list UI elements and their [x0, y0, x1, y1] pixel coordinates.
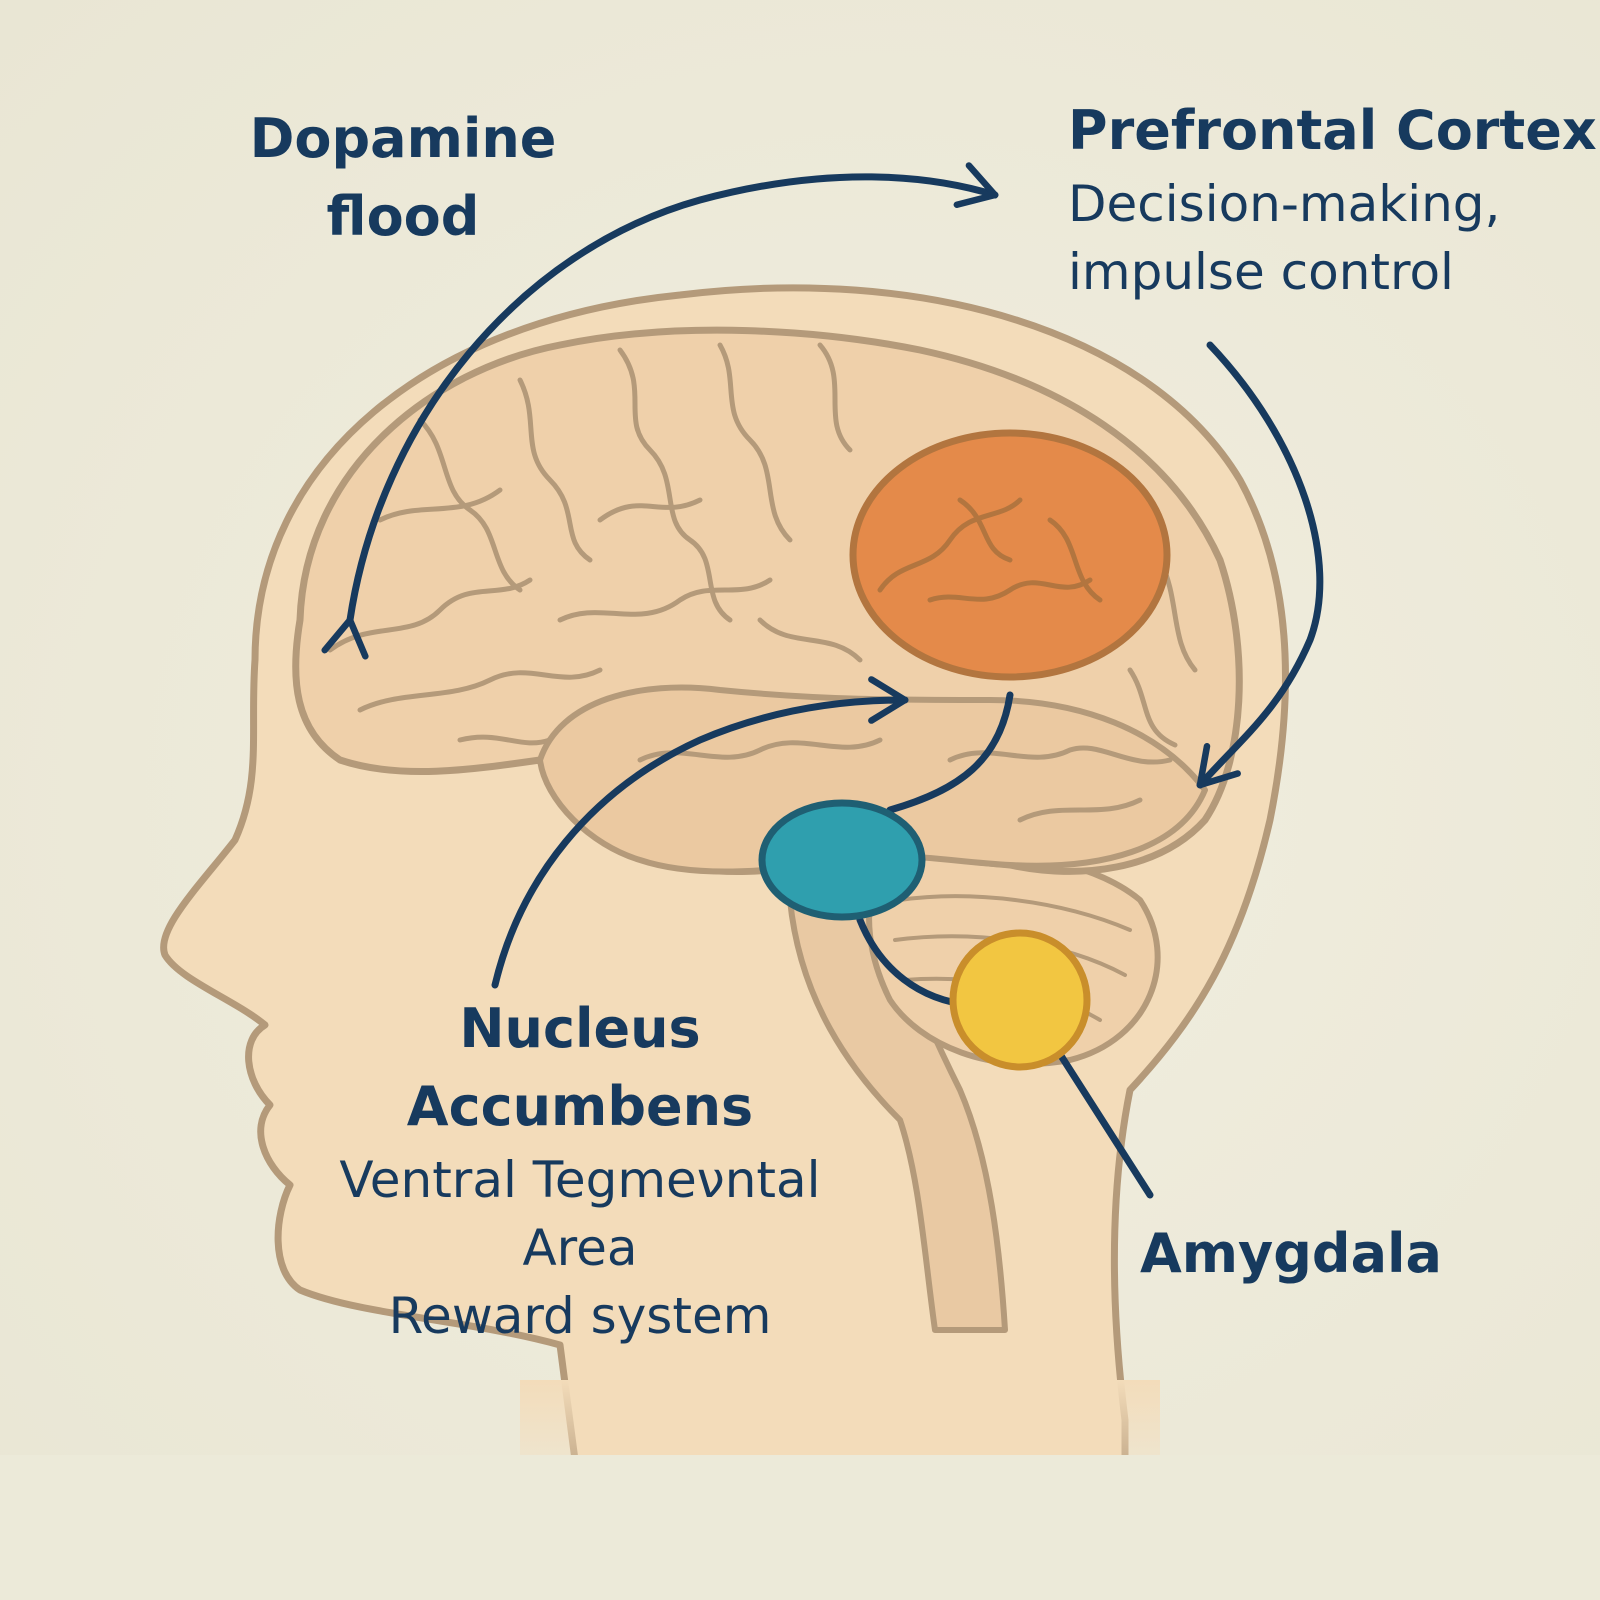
prefrontal-region	[849, 429, 1171, 681]
prefrontal-line-1: Decision-making,	[1068, 175, 1501, 233]
nucleus-title-line-1: Nucleus	[459, 997, 701, 1060]
dopamine-label: Dopamine flood	[238, 100, 568, 256]
arrow-dopamine-to-prefrontal	[321, 162, 999, 660]
nucleus-line-2: Area	[522, 1219, 638, 1277]
connector-prefrontal-nucleus	[886, 691, 1014, 814]
arrow-prefrontal-down	[1196, 341, 1324, 789]
nucleus-title-line-2: Accumbens	[406, 1075, 754, 1138]
amygdala-label: Amygdala	[1140, 1222, 1442, 1285]
nucleus-line-1: Ventral Tegmeνntal	[339, 1151, 821, 1209]
nucleus-accumbens-region	[758, 799, 926, 921]
arrow-nucleus-label-up	[491, 676, 909, 989]
prefrontal-title: Prefrontal Cortex	[1068, 99, 1597, 162]
bottom-fade	[0, 1455, 1600, 1600]
prefrontal-line-2: impulse control	[1068, 243, 1454, 301]
nucleus-line-3: Reward system	[388, 1287, 772, 1345]
amygdala-region	[949, 929, 1091, 1071]
temporal-lobe	[537, 684, 1208, 875]
dopamine-label-line-1: Dopamine	[249, 107, 557, 170]
nucleus-label: Nucleus Accumbens Ventral Tegmeνntal Are…	[300, 990, 860, 1350]
prefrontal-label: Prefrontal Cortex Decision-making, impul…	[1068, 92, 1597, 306]
dopamine-label-line-2: flood	[326, 185, 480, 248]
